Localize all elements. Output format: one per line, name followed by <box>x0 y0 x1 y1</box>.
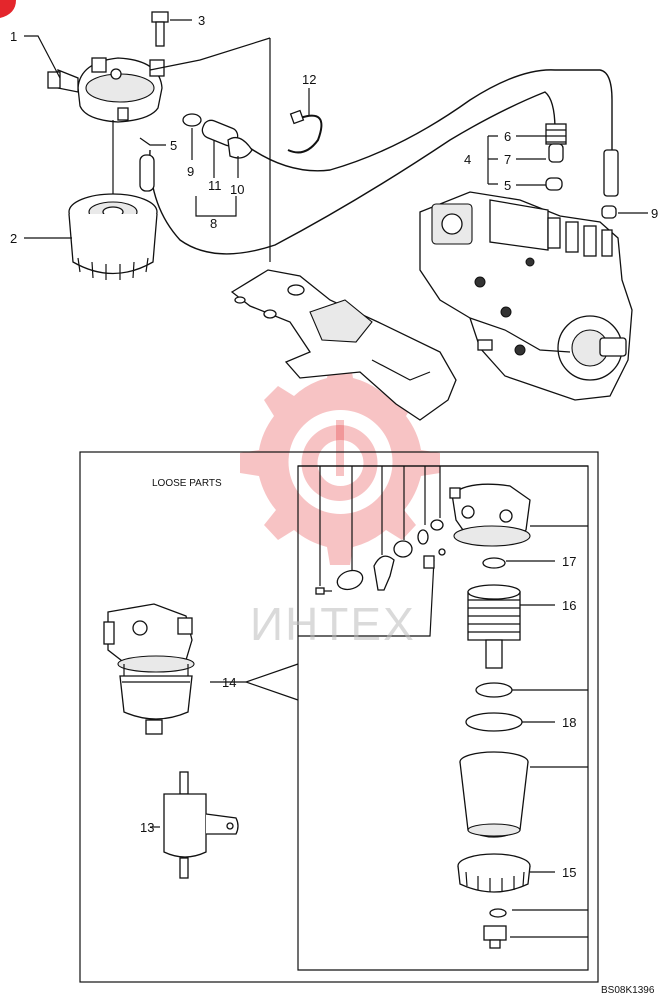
callout-10: 10 <box>230 182 244 197</box>
o-ring-a <box>393 540 413 558</box>
pipe-upper <box>603 149 619 197</box>
filter-head <box>47 57 165 123</box>
fuel-line <box>249 69 613 172</box>
loose-parts-frame <box>79 451 599 983</box>
callout-8: 8 <box>210 216 217 231</box>
air-vent-plug <box>423 555 435 569</box>
small-screw <box>315 587 332 595</box>
hose-clamp <box>287 114 323 154</box>
loose-parts-leaders <box>150 466 588 938</box>
callout-5-right: 5 <box>504 178 511 193</box>
callout-14: 14 <box>222 675 236 690</box>
water-separator-assembly <box>103 603 195 735</box>
callout-leaders-top <box>24 19 648 239</box>
callout-16: 16 <box>562 598 576 613</box>
callout-4: 4 <box>464 152 471 167</box>
watermark-text: ИНТЕХ <box>250 598 416 650</box>
spacer-ring <box>475 682 513 698</box>
bolt <box>151 11 169 47</box>
callout-13: 13 <box>140 820 154 835</box>
inline-fuel-filter <box>163 771 239 879</box>
drawing-code: BS08K1396 <box>601 985 655 996</box>
fuel-line-return <box>149 91 556 255</box>
o-ring-b <box>417 529 429 545</box>
separator-head <box>449 483 531 547</box>
loose-parts-label: LOOSE PARTS <box>152 478 222 489</box>
o-ring-17 <box>482 557 506 569</box>
o-ring-18 <box>465 712 523 732</box>
callout-1: 1 <box>10 29 17 44</box>
callout-3: 3 <box>198 13 205 28</box>
injection-pump <box>419 191 633 401</box>
o-ring-c <box>430 519 444 531</box>
callout-11: 11 <box>208 178 222 193</box>
connector-pipe <box>139 154 155 192</box>
callout-2: 2 <box>10 231 17 246</box>
callout-17: 17 <box>562 554 576 569</box>
o-ring-bottom <box>489 908 507 918</box>
corner-mark <box>0 0 16 18</box>
callout-7: 7 <box>504 152 511 167</box>
callout-6: 6 <box>504 129 511 144</box>
callout-18: 18 <box>562 715 576 730</box>
callout-9-left: 9 <box>187 164 194 179</box>
mounting-bracket <box>230 269 457 421</box>
retaining-ring <box>457 853 531 893</box>
callout-15: 15 <box>562 865 576 880</box>
callout-12: 12 <box>302 72 316 87</box>
washer <box>438 548 446 556</box>
callout-5-left: 5 <box>170 138 177 153</box>
leader-line-2 <box>149 37 271 71</box>
hose-assembly <box>182 113 253 159</box>
filter-cartridge <box>68 193 158 280</box>
filter-element <box>467 584 521 669</box>
callout-9-right: 9 <box>651 206 658 221</box>
drain-cock <box>373 555 395 591</box>
delivery-valve-set <box>545 123 567 191</box>
drain-plug <box>483 925 507 949</box>
gasket-plate <box>336 569 364 591</box>
clip-right <box>601 205 617 219</box>
filter-cup <box>459 751 529 838</box>
